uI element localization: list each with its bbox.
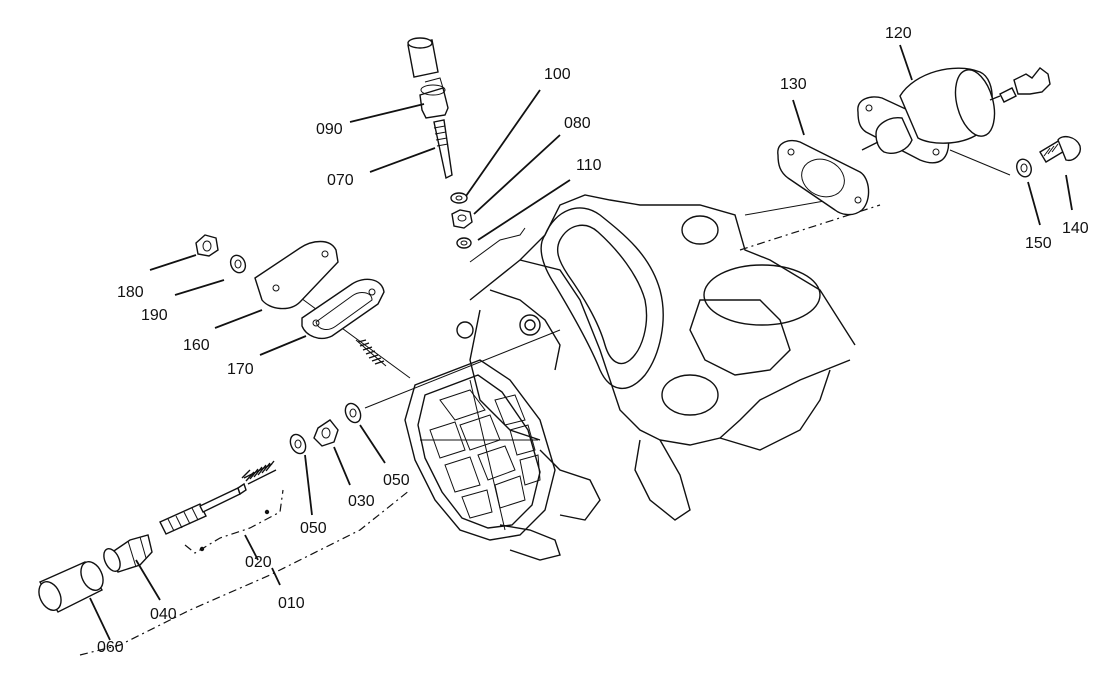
part-130-gasket bbox=[777, 139, 870, 216]
label-050-right: 050 bbox=[383, 472, 410, 489]
part-screw-threaded-rod bbox=[355, 339, 387, 367]
label-060: 060 bbox=[97, 639, 124, 656]
part-050-washer-left bbox=[289, 433, 307, 455]
part-120-solenoid bbox=[857, 67, 1051, 164]
part-090-cap-and-nut bbox=[407, 37, 449, 119]
label-080: 080 bbox=[564, 115, 591, 132]
label-030: 030 bbox=[348, 493, 375, 510]
part-160-cover-plate bbox=[254, 240, 339, 310]
label-160: 160 bbox=[183, 337, 210, 354]
label-120: 120 bbox=[885, 25, 912, 42]
part-070-stud bbox=[433, 119, 453, 180]
part-180-nut bbox=[195, 234, 219, 257]
part-190-washer bbox=[229, 254, 247, 274]
part-040-nut bbox=[103, 534, 153, 573]
engine-block bbox=[404, 194, 856, 561]
part-number-labels: 010 020 030 040 050 050 060 070 080 090 … bbox=[97, 25, 1089, 656]
label-190: 190 bbox=[141, 307, 168, 324]
gear-cover-ribs bbox=[420, 379, 541, 531]
label-040: 040 bbox=[150, 606, 177, 623]
label-050-left: 050 bbox=[300, 520, 327, 537]
label-110: 110 bbox=[576, 157, 602, 174]
assembly-guide-lines bbox=[79, 149, 1011, 656]
part-050-washer-right bbox=[344, 402, 362, 424]
label-180: 180 bbox=[117, 284, 144, 301]
part-150-washer bbox=[1016, 158, 1032, 178]
label-090: 090 bbox=[316, 121, 343, 138]
part-110-washer bbox=[456, 237, 472, 249]
leader-lines bbox=[89, 44, 1073, 641]
part-080-nut bbox=[451, 209, 473, 229]
label-020: 020 bbox=[245, 554, 272, 571]
label-010: 010 bbox=[278, 595, 305, 612]
part-100-washer bbox=[450, 192, 468, 204]
label-070: 070 bbox=[327, 172, 354, 189]
part-020-adjuster-assembly bbox=[159, 460, 277, 552]
label-150: 150 bbox=[1025, 235, 1052, 252]
part-060-cap bbox=[38, 561, 104, 613]
label-170: 170 bbox=[227, 361, 254, 378]
part-170-gasket bbox=[301, 278, 385, 340]
part-030-nut bbox=[313, 419, 339, 447]
label-140: 140 bbox=[1062, 220, 1089, 237]
label-130: 130 bbox=[780, 76, 807, 93]
part-140-screw bbox=[1039, 135, 1081, 163]
label-100: 100 bbox=[544, 66, 571, 83]
